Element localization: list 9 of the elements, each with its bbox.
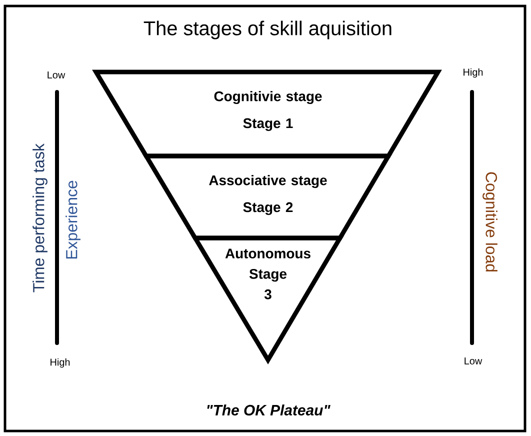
- scale-label: High: [50, 358, 70, 368]
- title: The stages of skill aquisition: [144, 20, 392, 40]
- axis-title: Cognitive load: [482, 172, 498, 272]
- scale-label: High: [464, 68, 483, 78]
- scale-label: Low: [464, 358, 482, 364]
- caption: "The OK Plateau": [207, 404, 330, 416]
- axis-title: Time performing task: [32, 143, 48, 292]
- scale-label: Low: [48, 72, 66, 78]
- axis-title: Experience: [66, 180, 80, 259]
